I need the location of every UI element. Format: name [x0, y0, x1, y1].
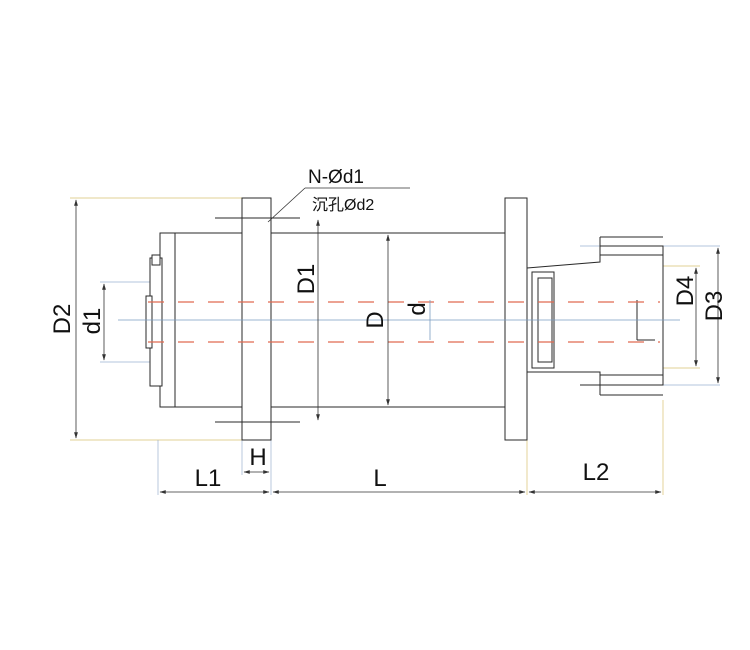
label-D3: D3	[701, 291, 728, 322]
label-L1: L1	[195, 465, 222, 492]
hole-callout-leader	[267, 187, 410, 223]
label-D: D	[362, 311, 389, 328]
labels: N-Ød1 沉孔Ød2 D2 d1 D1 D d D4 D3 H L1 L L2	[49, 167, 728, 492]
label-D1: D1	[293, 264, 320, 295]
spindle-nose	[526, 236, 664, 396]
hidden-lines	[148, 301, 660, 343]
label-D4: D4	[672, 276, 699, 307]
center-lines	[118, 300, 680, 340]
label-d: d	[404, 302, 431, 315]
label-L2: L2	[583, 459, 610, 486]
label-counterbore-spec: 沉孔Ød2	[312, 196, 374, 214]
label-hole-spec: N-Ød1	[308, 167, 364, 188]
label-D2: D2	[49, 304, 76, 335]
label-d1: d1	[79, 308, 106, 335]
label-L: L	[373, 465, 386, 492]
right-flange	[504, 197, 528, 441]
label-H: H	[249, 444, 266, 471]
dimension-lines	[74, 199, 720, 494]
